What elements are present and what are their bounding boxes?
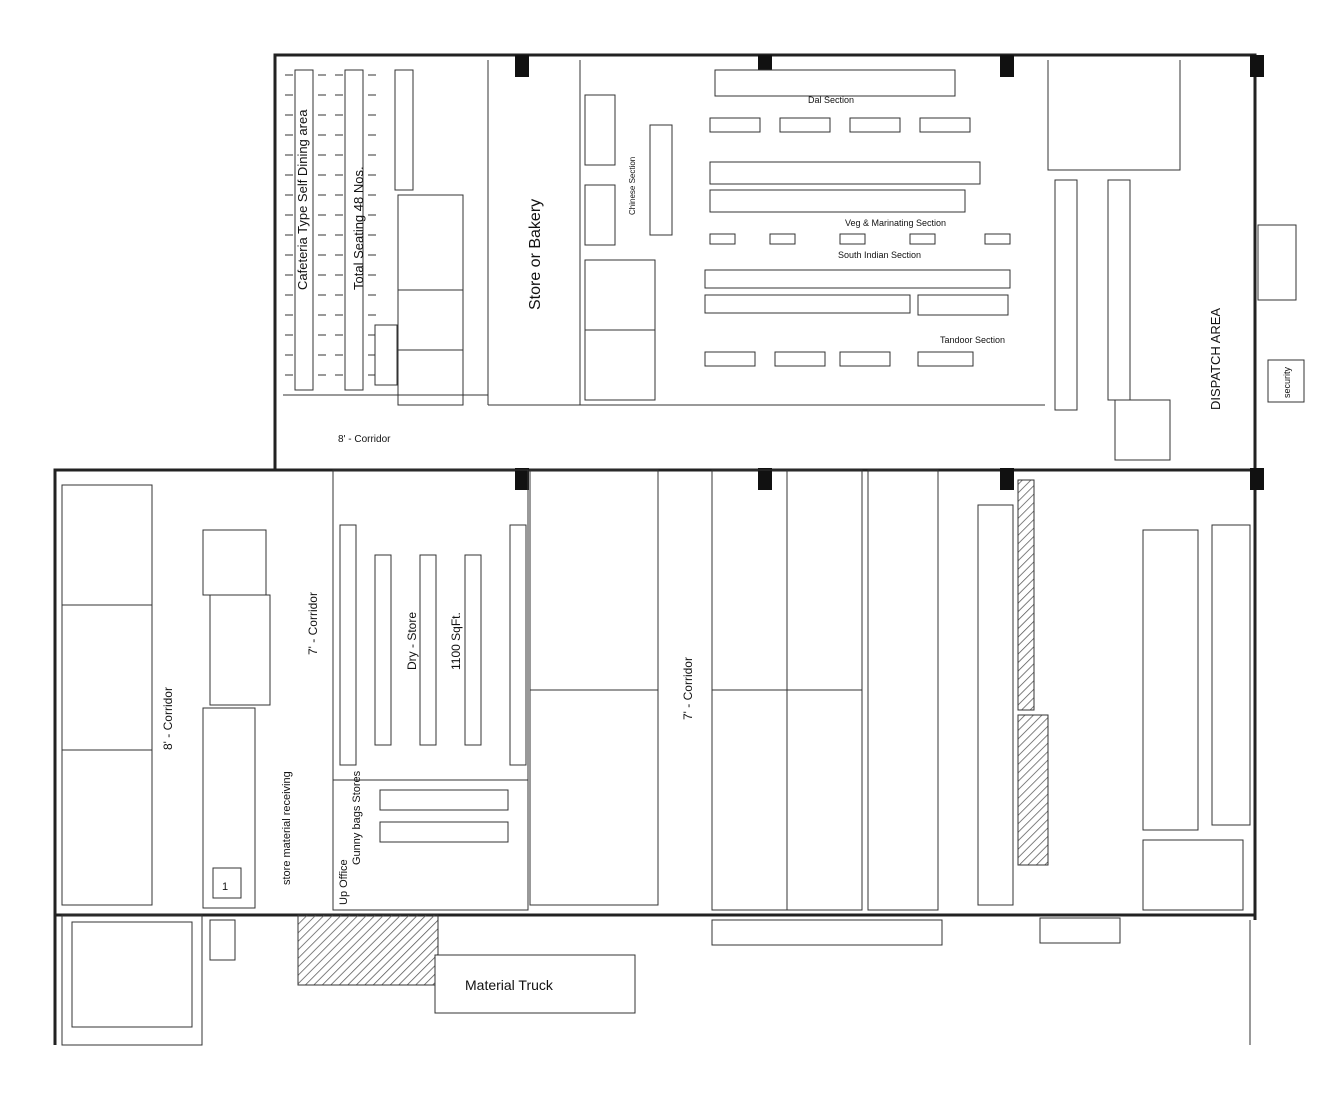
dal-section-label: Dal Section <box>808 95 854 105</box>
structural-columns <box>515 55 1264 490</box>
store-bakery: Store or Bakery <box>487 60 581 406</box>
veg-section-label: Veg & Marinating Section <box>845 218 946 228</box>
dal-section: Dal Section <box>709 69 971 133</box>
corridor-left-label: 8' - Corridor <box>161 687 175 750</box>
dry-store: Dry - Store 1100 SqFt. <box>332 469 529 781</box>
cafeteria-washrooms <box>374 194 464 406</box>
chinese-section: Chinese Section <box>584 94 673 246</box>
outside-area: Material Truck <box>61 914 1121 1046</box>
dispatch-area: DISPATCH AREA security <box>1047 60 1305 461</box>
store-cells <box>584 259 656 401</box>
cold-stores: 7' - Corridor <box>529 469 863 911</box>
up-office-label: Up Office <box>338 859 350 905</box>
dry-store-label: Dry - Store <box>405 612 419 670</box>
security-right-label: security <box>1282 366 1292 398</box>
room-number: 1 <box>222 881 228 893</box>
cafeteria-dining-area: Cafeteria Type Self Dining area Total Se… <box>283 69 488 396</box>
south-indian-section: South Indian Section <box>704 250 1011 314</box>
material-truck-label: Material Truck <box>465 977 554 993</box>
corridor-right-label: 7' - Corridor <box>681 657 695 720</box>
store-bakery-label: Store or Bakery <box>527 199 544 310</box>
dry-store-area-label: 1100 SqFt. <box>449 612 463 670</box>
receiving-area: 1 7' - Corridor store material receiving <box>202 529 320 909</box>
tandoor-section: Tandoor Section <box>704 294 1009 367</box>
veg-marinating-section: Veg & Marinating Section <box>709 161 1011 245</box>
cafeteria-label: Cafeteria Type Self Dining area <box>295 109 310 290</box>
cooking-line <box>867 469 1251 911</box>
chairs <box>285 74 376 376</box>
chinese-section-label: Chinese Section <box>628 157 637 215</box>
tandoor-section-label: Tandoor Section <box>940 335 1005 345</box>
dispatch-label: DISPATCH AREA <box>1208 308 1223 410</box>
dining-tables <box>294 69 414 391</box>
receiving-label: store material receiving <box>281 771 293 885</box>
corridor-7-label: 7' - Corridor <box>306 592 320 655</box>
gunny-bags-stores: Gunny bags Stores Up Office <box>332 770 529 911</box>
corridor-top-label: 8' - Corridor <box>338 434 391 445</box>
south-indian-label: South Indian Section <box>838 250 921 260</box>
left-washrooms: 8' - Corridor <box>61 484 175 906</box>
gunny-bags-label: Gunny bags Stores <box>351 770 363 865</box>
main-kitchen: Chinese Section Dal Section Veg & Marina… <box>580 69 1045 406</box>
seating-label: Total Seating 48 Nos. <box>351 166 366 290</box>
